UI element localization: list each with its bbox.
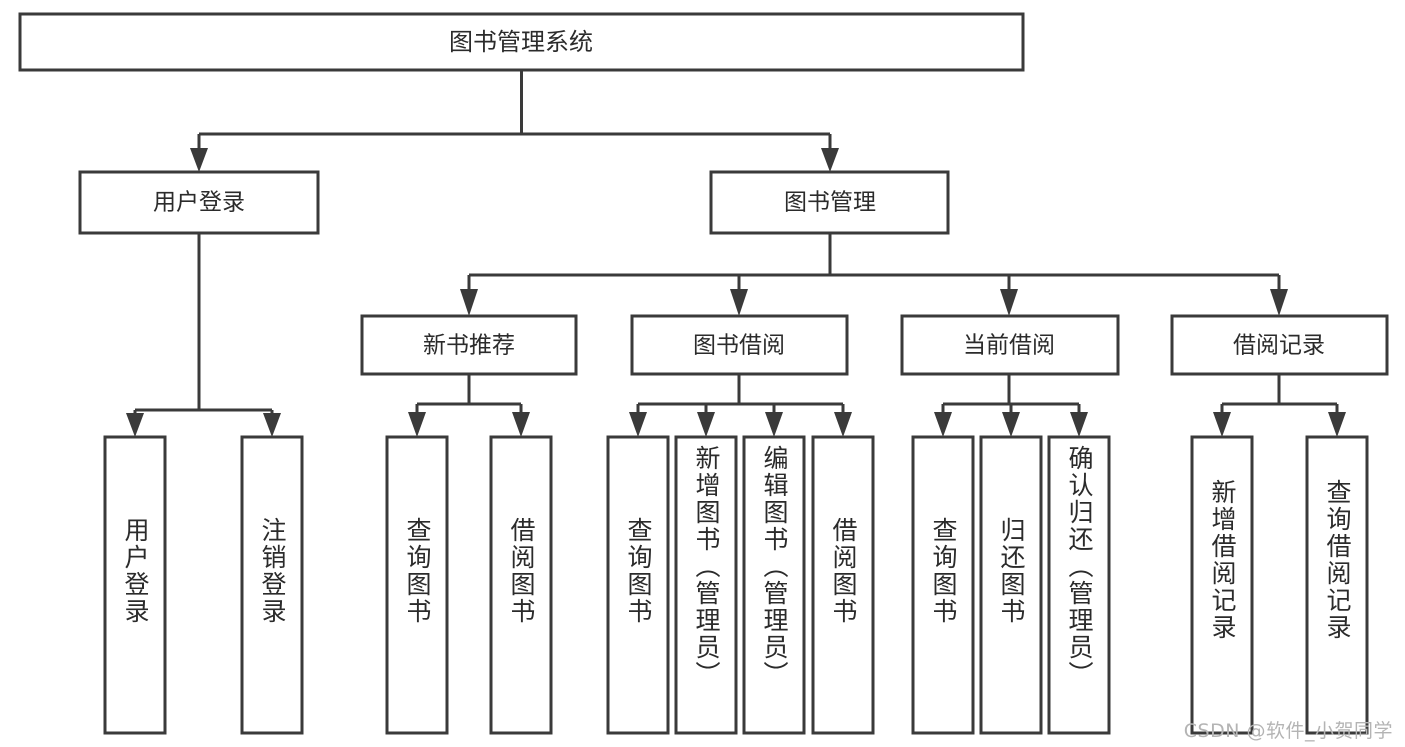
csdn-watermark: CSDN @软件_小贺同学: [1183, 720, 1393, 742]
node-new-book-recommend[interactable]: 新书推荐: [360, 314, 578, 376]
leaf-box-book-borrow-1[interactable]: [674, 435, 738, 735]
node-root-label: 图书管理系统: [449, 28, 593, 56]
node-new-book-recommend-box[interactable]: [360, 314, 578, 376]
arrow-borrow-leaf-4: [834, 412, 852, 437]
arrow-user-leaf-1: [126, 413, 144, 437]
arrow-borrow-leaf-3: [765, 412, 783, 437]
node-root-box[interactable]: [18, 12, 1025, 72]
leaf-box-borrow-record-1[interactable]: [1305, 435, 1369, 735]
connectors: [126, 70, 1346, 437]
leaf-box-user-login-0[interactable]: [103, 435, 167, 735]
node-book-borrow-box[interactable]: [630, 314, 849, 376]
node-root[interactable]: 图书管理系统: [18, 12, 1025, 72]
node-borrow-record[interactable]: 借阅记录: [1170, 314, 1389, 376]
leaf-box-book-borrow-3[interactable]: [811, 435, 875, 735]
leaf-box-current-borrow-1[interactable]: [979, 435, 1043, 735]
node-book-management-box[interactable]: [709, 170, 950, 235]
arrow-record-leaf-1: [1213, 412, 1231, 437]
arrow-bookmgmt-child-1: [460, 289, 478, 316]
arrow-newbook-leaf-2: [512, 412, 530, 437]
arrow-borrow-leaf-2: [697, 412, 715, 437]
node-user-login[interactable]: 用户登录: [78, 170, 320, 235]
node-user-login-label: 用户登录: [153, 190, 245, 216]
leaf-box-user-login-1[interactable]: [240, 435, 304, 735]
node-borrow-record-label: 借阅记录: [1233, 333, 1325, 359]
arrow-borrow-leaf-1: [629, 412, 647, 437]
arrow-bookmgmt-child-2: [730, 289, 748, 316]
arrow-current-leaf-2: [1002, 412, 1020, 437]
node-borrow-record-box[interactable]: [1170, 314, 1389, 376]
leaf-box-book-borrow-0[interactable]: [606, 435, 670, 735]
arrow-bookmgmt-child-3: [1000, 289, 1018, 316]
leaf-box-current-borrow-2[interactable]: [1047, 435, 1111, 735]
leaf-boxes: [103, 435, 1369, 735]
node-book-borrow-label: 图书借阅: [693, 333, 785, 359]
arrow-bookmgmt-child-4: [1270, 289, 1288, 316]
arrow-record-leaf-2: [1328, 412, 1346, 437]
leaf-box-new-book-0[interactable]: [385, 435, 449, 735]
node-new-book-recommend-label: 新书推荐: [423, 333, 515, 359]
leaf-box-borrow-record-0[interactable]: [1190, 435, 1254, 735]
node-current-borrow-box[interactable]: [900, 314, 1120, 376]
arrow-root-to-bookmgmt: [821, 148, 839, 172]
arrow-newbook-leaf-1: [408, 412, 426, 437]
node-book-borrow[interactable]: 图书借阅: [630, 314, 849, 376]
arrow-root-to-user: [190, 148, 208, 172]
node-book-management[interactable]: 图书管理: [709, 170, 950, 235]
node-current-borrow[interactable]: 当前借阅: [900, 314, 1120, 376]
arrow-current-leaf-3: [1070, 412, 1088, 437]
arrow-current-leaf-1: [934, 412, 952, 437]
leaf-box-book-borrow-2[interactable]: [742, 435, 806, 735]
node-book-management-label: 图书管理: [784, 190, 876, 216]
arrow-user-leaf-2: [263, 413, 281, 437]
leaf-box-new-book-1[interactable]: [489, 435, 553, 735]
node-user-login-box[interactable]: [78, 170, 320, 235]
node-current-borrow-label: 当前借阅: [963, 333, 1055, 359]
leaf-box-current-borrow-0[interactable]: [911, 435, 975, 735]
